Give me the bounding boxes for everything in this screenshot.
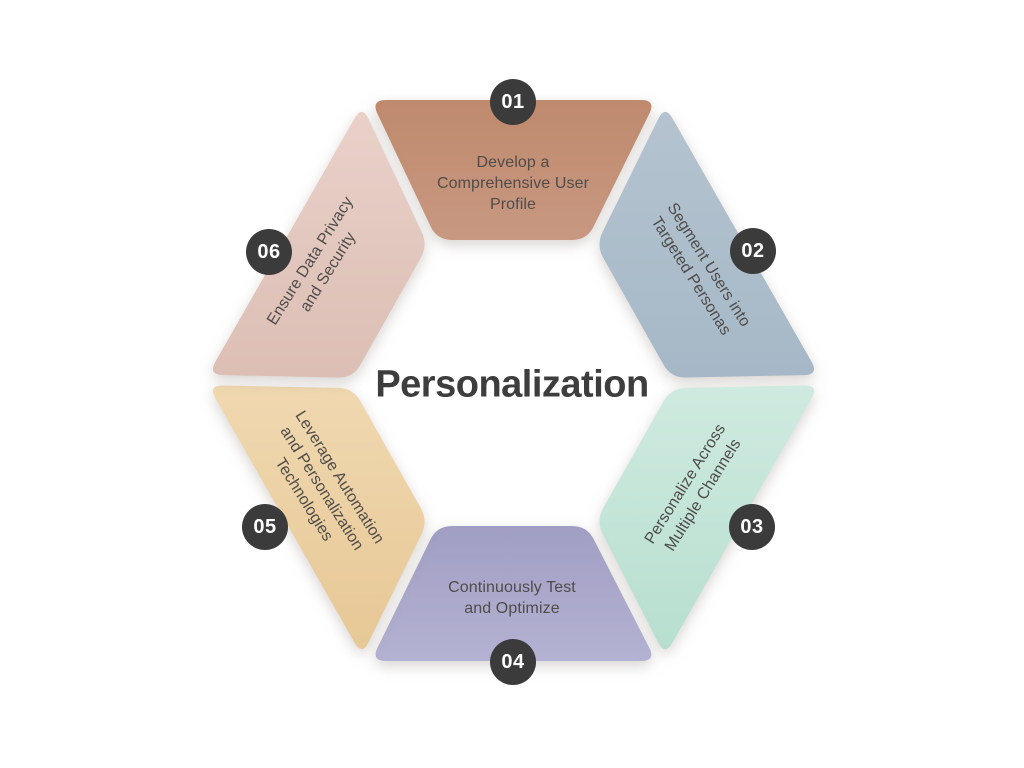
segment-shape-04 xyxy=(375,526,652,661)
diagram-title: Personalization xyxy=(375,363,649,406)
step-number-badge-03: 03 xyxy=(729,504,775,550)
step-number-badge-05: 05 xyxy=(242,504,288,550)
segment-label-01: Develop a Comprehensive User Profile xyxy=(436,153,590,213)
step-number-badge-06: 06 xyxy=(246,229,292,275)
step-number-badge-04: 04 xyxy=(490,639,536,685)
segment-shape-05 xyxy=(212,385,425,650)
segment-shape-06 xyxy=(212,111,425,378)
segment-shape-02 xyxy=(599,111,815,378)
step-number-badge-01: 01 xyxy=(490,79,536,125)
segment-label-04: Continuously Test and Optimize xyxy=(448,579,576,617)
segment-shape-01 xyxy=(375,100,652,240)
step-number-badge-02: 02 xyxy=(730,228,776,274)
segment-shape-03 xyxy=(599,385,815,650)
